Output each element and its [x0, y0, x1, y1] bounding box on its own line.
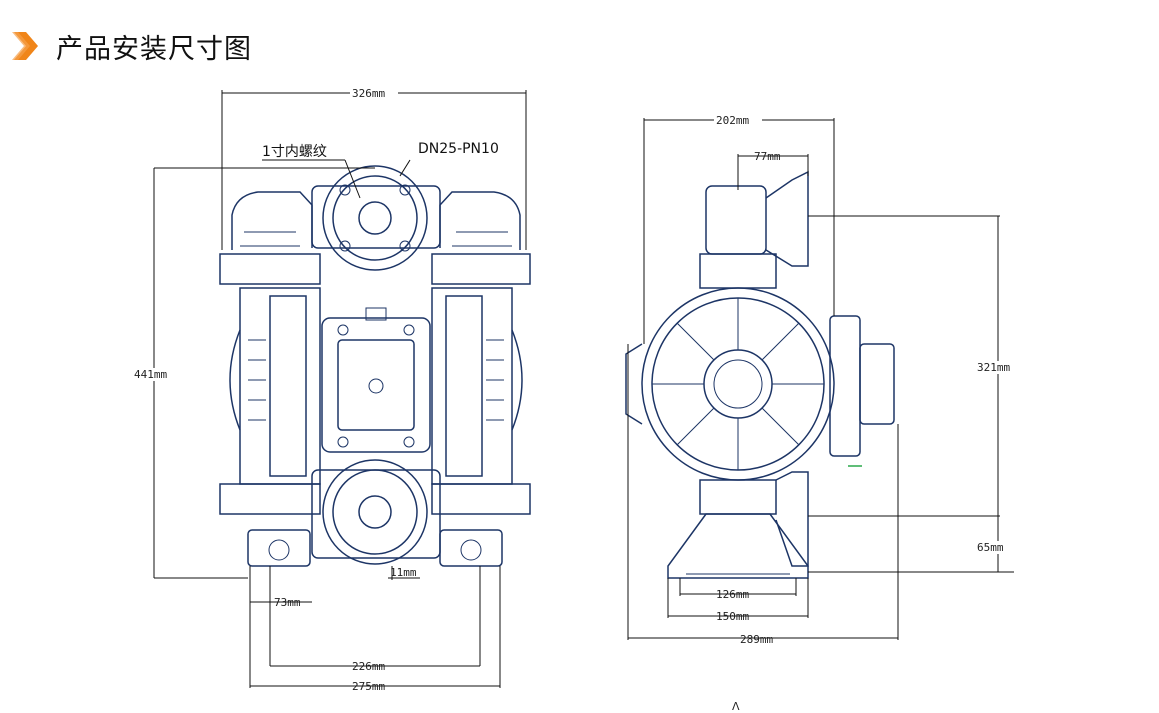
- dim-inlet-width: 77mm: [754, 150, 781, 163]
- dim-top-width: 202mm: [716, 114, 749, 127]
- dim-port-spacing: 321mm: [977, 361, 1010, 374]
- dim-height: 441mm: [134, 368, 167, 381]
- dim-center-gap: 11mm: [390, 566, 417, 579]
- dim-base-width: 275mm: [352, 680, 385, 693]
- side-view: 202mm 77mm 321mm 65mm 126mm 150mm 289mm: [625, 114, 1021, 646]
- front-chambers: [219, 253, 531, 485]
- dim-foot-offset: 73mm: [274, 596, 301, 609]
- side-bottom-housing: [667, 471, 809, 579]
- front-view: 1寸内螺纹 DN25-PN10 326mm 441mm 73mm 11mm 22…: [132, 86, 531, 693]
- page-title: 产品安装尺寸图: [56, 33, 252, 65]
- flange-label: DN25-PN10: [418, 141, 499, 157]
- side-dimensions: [627, 114, 1021, 640]
- front-bottom-manifold: [219, 459, 531, 567]
- footer-mark: ᐱ: [732, 700, 740, 713]
- dim-overall-depth: 289mm: [740, 633, 773, 646]
- section-header: 产品安装尺寸图: [12, 26, 252, 66]
- side-diaphragm: [625, 287, 895, 481]
- dim-outlet-height: 65mm: [977, 541, 1004, 554]
- double-chevron-right-icon: [12, 30, 42, 62]
- front-top-flange: [322, 165, 428, 271]
- dim-overall-width: 326mm: [352, 87, 385, 100]
- front-dimensions: [132, 86, 527, 688]
- front-center-block: [321, 307, 431, 453]
- thread-label: 1寸内螺纹: [262, 144, 327, 160]
- dim-bolt-spacing: 226mm: [352, 660, 385, 673]
- front-top-manifold: [231, 185, 521, 250]
- dim-base-outer: 150mm: [716, 610, 749, 623]
- dim-base-inner: 126mm: [716, 588, 749, 601]
- side-top-housing: [699, 170, 809, 289]
